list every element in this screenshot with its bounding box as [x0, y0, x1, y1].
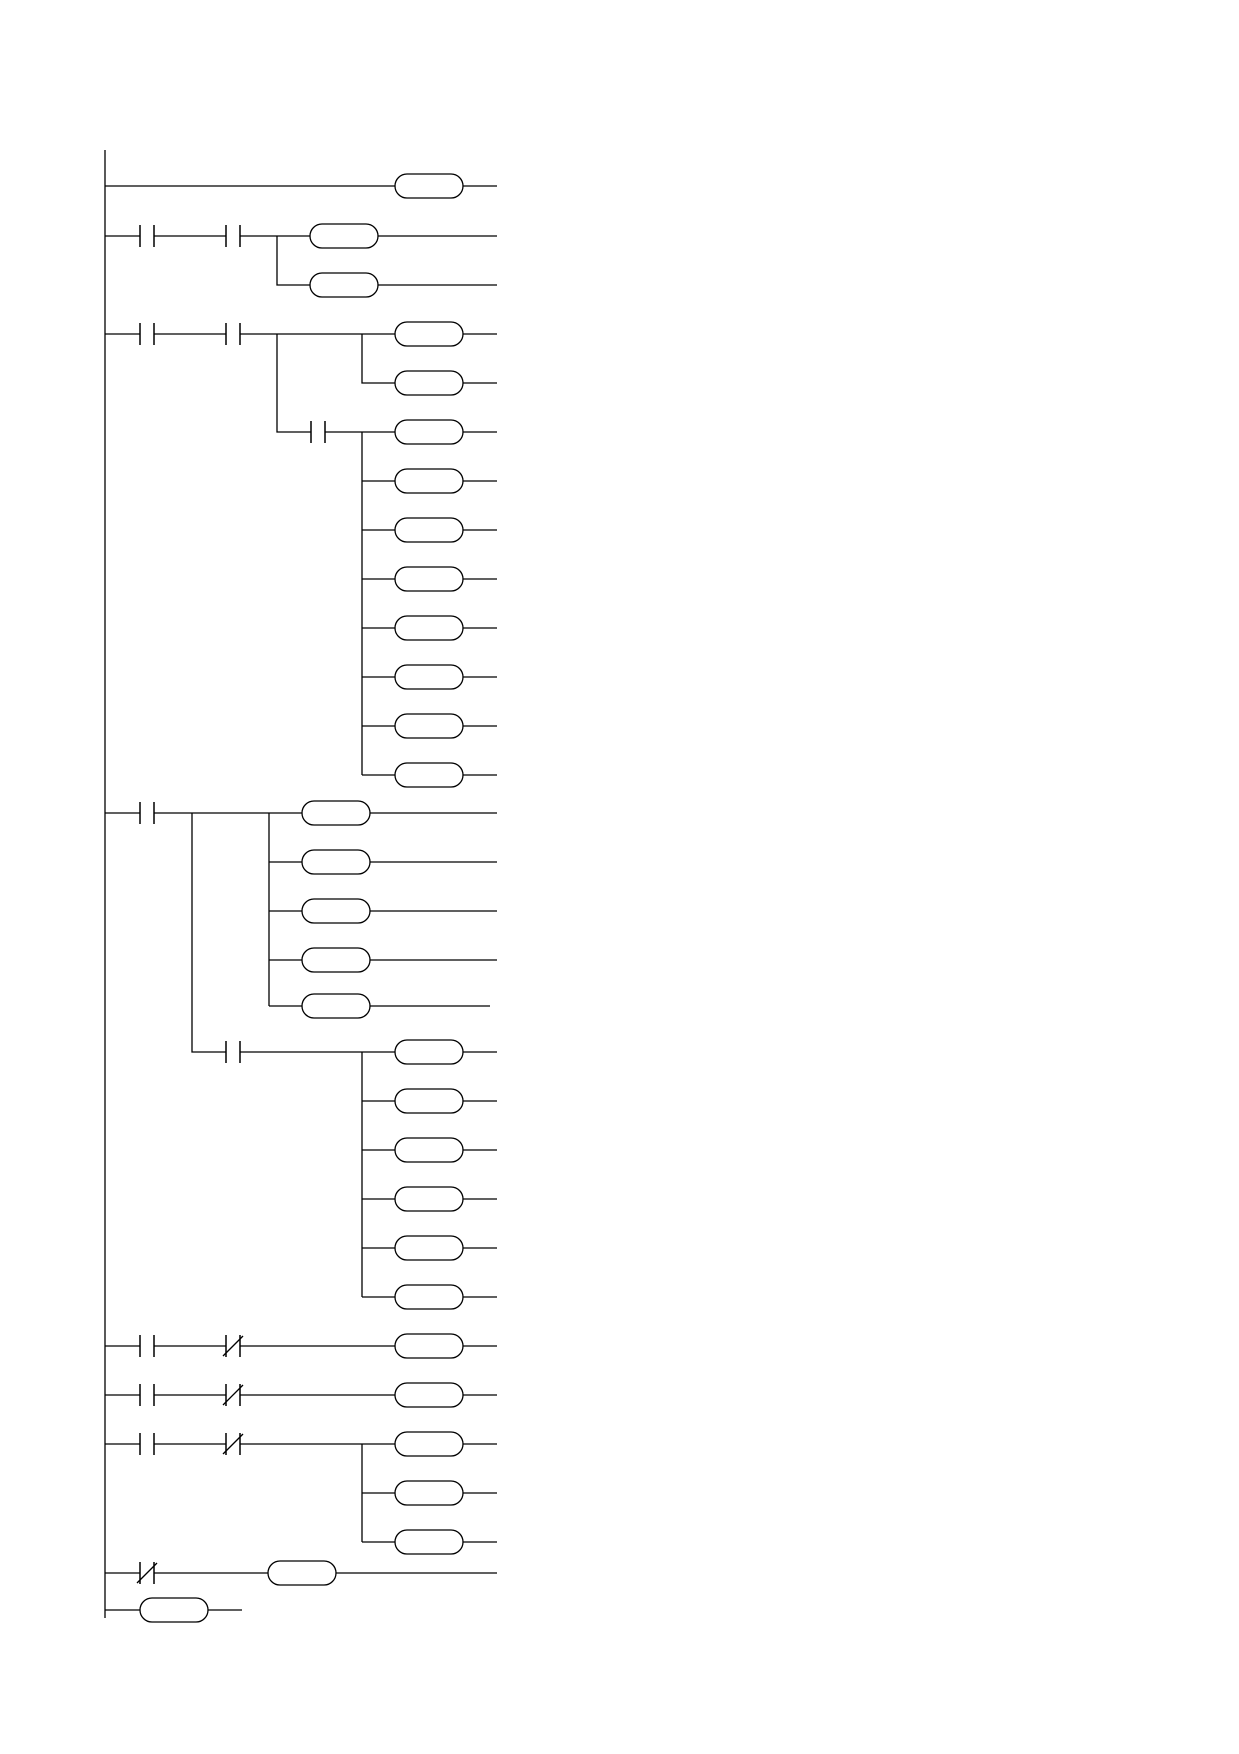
output-coil — [394, 1186, 464, 1212]
output-coil — [394, 468, 464, 494]
wire-44 — [191, 813, 226, 1053]
contact-nc-slash — [222, 1433, 244, 1455]
output-coil — [394, 1088, 464, 1114]
output-coil — [394, 1431, 464, 1457]
output-coil — [394, 615, 464, 641]
output-coil — [394, 173, 464, 199]
output-coil — [394, 1039, 464, 1065]
output-coil — [301, 947, 371, 973]
output-coil — [394, 566, 464, 592]
output-coil — [394, 664, 464, 690]
output-coil — [309, 223, 379, 249]
output-coil — [394, 321, 464, 347]
output-coil — [267, 1560, 337, 1586]
output-coil — [394, 370, 464, 396]
contact-nc-slash — [222, 1384, 244, 1406]
output-coil — [301, 993, 371, 1019]
output-coil — [394, 1137, 464, 1163]
output-coil — [394, 762, 464, 788]
wire-6 — [276, 236, 310, 286]
contacts — [136, 225, 326, 1584]
output-coil — [394, 713, 464, 739]
output-coil — [394, 1382, 464, 1408]
wiring — [105, 185, 497, 1611]
output-coil — [394, 1235, 464, 1261]
output-coil — [301, 800, 371, 826]
output-coil — [394, 1333, 464, 1359]
output-coil — [301, 849, 371, 875]
output-coil — [394, 1284, 464, 1310]
wire-12 — [361, 334, 395, 384]
output-coil — [394, 1529, 464, 1555]
wire-14 — [276, 334, 311, 433]
output-coil — [394, 419, 464, 445]
output-coil — [139, 1597, 209, 1623]
output-coil — [394, 1480, 464, 1506]
output-coil — [309, 272, 379, 298]
contact-nc-slash — [222, 1335, 244, 1357]
contact-nc-slash — [136, 1562, 158, 1584]
output-coil — [394, 517, 464, 543]
output-coils — [139, 173, 464, 1623]
output-coil — [301, 898, 371, 924]
